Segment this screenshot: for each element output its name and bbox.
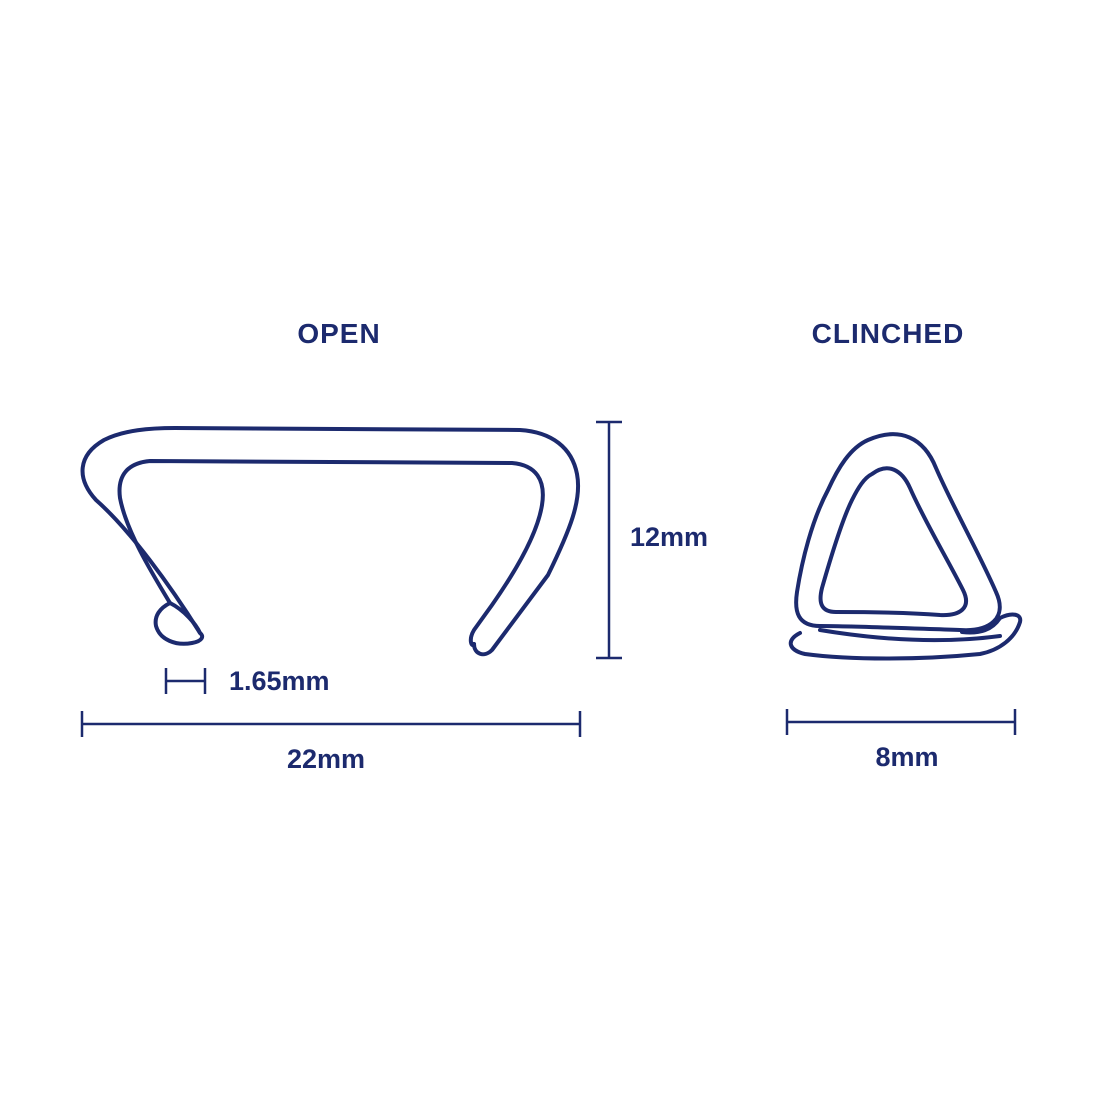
clinched-staple-inner-outline: [818, 466, 969, 618]
open-staple-group: OPEN 1.65mm 22mm 12mm: [80, 318, 708, 774]
open-staple-left-tip: [153, 601, 205, 646]
clinched-title: CLINCHED: [812, 318, 965, 349]
clinched-staple-folded-legs: [788, 612, 1023, 661]
open-title: OPEN: [297, 318, 380, 349]
open-staple-inner-outline: [117, 459, 545, 647]
wire-width-label: 1.65mm: [229, 666, 330, 696]
clinched-staple-group: CLINCHED 8mm: [785, 318, 1023, 772]
open-staple-outer-outline: [80, 426, 581, 657]
open-height-label: 12mm: [630, 522, 708, 552]
clinched-staple-outer-outline: [794, 432, 1002, 633]
clinched-staple-folded-legs-crease: [818, 628, 1002, 643]
open-width-label: 22mm: [287, 744, 365, 774]
clinched-width-label: 8mm: [875, 742, 938, 772]
